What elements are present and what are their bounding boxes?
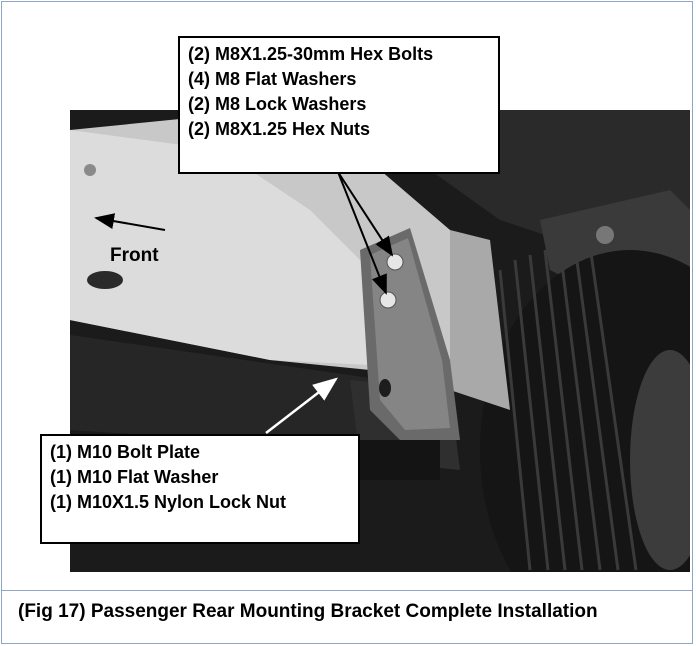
hardware-item: (1) M10X1.5 Nylon Lock Nut	[50, 492, 287, 512]
bottom-hardware-callout: (1) M10 Bolt Plate (1) M10 Flat Washer (…	[40, 434, 360, 544]
top-hardware-callout: (2) M8X1.25-30mm Hex Bolts (4) M8 Flat W…	[178, 36, 500, 174]
hardware-item: (2) M8X1.25-30mm Hex Bolts	[188, 44, 434, 64]
hardware-item: (1) M10 Bolt Plate	[50, 442, 201, 462]
figure-caption: (Fig 17) Passenger Rear Mounting Bracket…	[18, 601, 598, 622]
front-direction-label: Front	[110, 245, 159, 266]
hardware-item: (2) M8 Lock Washers	[188, 94, 367, 114]
caption-divider	[1, 590, 693, 591]
hardware-item: (1) M10 Flat Washer	[50, 467, 219, 487]
hardware-item: (4) M8 Flat Washers	[188, 69, 357, 89]
hardware-item: (2) M8X1.25 Hex Nuts	[188, 119, 371, 139]
